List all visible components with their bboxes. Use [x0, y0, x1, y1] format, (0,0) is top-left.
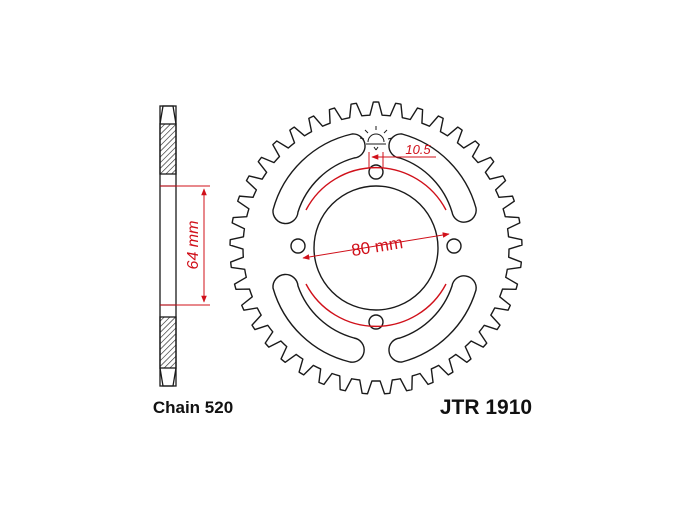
mounting-hole-top — [368, 164, 384, 180]
side-profile-top-tip — [159, 105, 177, 125]
lightening-slot-lower-right — [388, 275, 477, 363]
side-hatch-bottom — [159, 316, 177, 369]
pitch-circle-arc-bottom — [305, 283, 447, 328]
front-view: 80 mm 10.5 — [229, 101, 523, 395]
side-dimension-label: 64 mm — [185, 221, 202, 270]
part-number: JTR 1910 — [440, 396, 532, 419]
lightening-slot-upper-left — [272, 133, 366, 225]
sun-symbol-icon — [359, 126, 393, 151]
side-hatch-top — [159, 123, 177, 175]
hole-dimension-label: 10.5 — [405, 142, 431, 157]
mounting-hole-right — [446, 238, 462, 254]
pitch-circle-arc-top — [305, 166, 447, 211]
bore-dimension: 64 mm — [160, 185, 210, 306]
pcd-dimension-line — [302, 232, 450, 260]
mounting-hole-left — [290, 238, 306, 254]
lightening-slot-lower-left — [272, 273, 365, 363]
lightening-slot-upper-right — [388, 133, 477, 223]
side-profile-bottom-tip — [159, 367, 177, 387]
side-view: 64 mm — [159, 105, 210, 387]
mounting-hole-bottom — [368, 314, 384, 330]
chain-label: Chain 520 — [153, 398, 233, 417]
